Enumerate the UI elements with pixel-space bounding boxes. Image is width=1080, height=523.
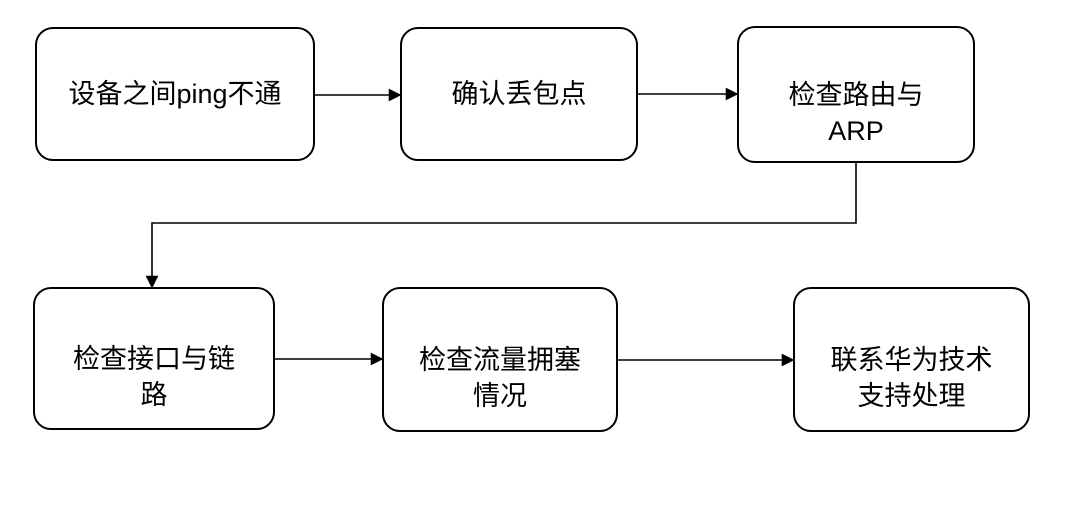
flow-node-ping-failure: 设备之间ping不通 xyxy=(35,27,315,161)
flow-node-check-route-arp: 检查路由与 ARP xyxy=(737,26,975,163)
flow-node-check-interface-link: 检查接口与链 路 xyxy=(33,287,275,430)
flow-node-label: 设备之间ping不通 xyxy=(68,79,282,109)
edge-arrow-routearp-to-interfacelink xyxy=(145,163,857,289)
flow-node-contact-huawei-support: 联系华为技术 支持处理 xyxy=(793,287,1030,432)
flow-node-confirm-packet-loss-point: 确认丢包点 xyxy=(400,27,638,161)
flow-node-label: 检查接口与链 路 xyxy=(73,343,235,410)
flow-node-check-traffic-congestion: 检查流量拥塞 情况 xyxy=(382,287,618,432)
flow-node-label: 检查路由与 ARP xyxy=(788,79,924,146)
flow-node-label: 确认丢包点 xyxy=(451,79,587,109)
flow-node-label: 检查流量拥塞 情况 xyxy=(419,344,581,411)
flow-node-label: 联系华为技术 支持处理 xyxy=(830,344,993,411)
